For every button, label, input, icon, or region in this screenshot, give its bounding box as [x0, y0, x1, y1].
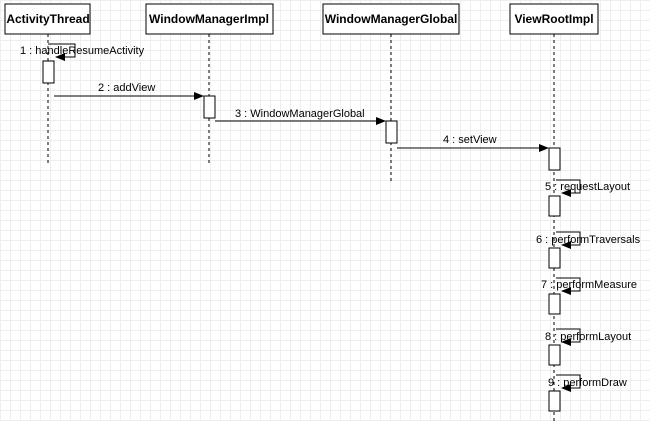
message-label: 1 : handleResumeActivity: [20, 45, 145, 57]
message-handle-resume-activity: 1 : handleResumeActivity: [20, 43, 145, 61]
message-label: 8 : performLayout: [545, 331, 631, 343]
activation-bar: [385, 120, 398, 144]
message-perform-layout: 8 : performLayout: [545, 328, 631, 346]
message-label: 4 : setView: [443, 134, 497, 146]
message-label: 7 : performMeasure: [541, 279, 637, 291]
activation-bar: [548, 147, 561, 171]
activation-bar: [42, 60, 55, 84]
activation-bar: [203, 95, 216, 119]
message-label: 2 : addView: [98, 82, 155, 94]
message-perform-measure: 7 : performMeasure: [541, 277, 637, 295]
message-perform-traversals: 6 : performTraversals: [536, 231, 641, 249]
participant-label: ViewRootImpl: [514, 12, 593, 26]
activation-bar: [548, 390, 561, 412]
message-label: 3 : WindowManagerGlobal: [235, 108, 365, 120]
message-label: 6 : performTraversals: [536, 234, 641, 246]
participant-windowmanagerimpl: WindowManagerImpl: [145, 3, 274, 35]
participant-label: WindowManagerImpl: [149, 12, 269, 26]
message-window-manager-global: 3 : WindowManagerGlobal: [215, 108, 386, 125]
activation-bar: [548, 293, 561, 315]
message-request-layout: 5 : requestLayout: [545, 179, 630, 197]
activation-bar: [548, 247, 561, 269]
participant-label: ActivityThread: [6, 12, 89, 26]
message-perform-draw: 9 : performDraw: [548, 374, 627, 392]
message-label: 9 : performDraw: [548, 377, 627, 389]
participant-activitythread: ActivityThread: [4, 3, 91, 35]
participant-label: WindowManagerGlobal: [325, 12, 458, 26]
activation-bar: [548, 344, 561, 366]
message-add-view: 2 : addView: [54, 82, 204, 100]
message-label: 5 : requestLayout: [545, 181, 630, 193]
participant-windowmanagerglobal: WindowManagerGlobal: [322, 3, 460, 35]
participant-viewrootimpl: ViewRootImpl: [509, 3, 599, 35]
message-set-view: 4 : setView: [397, 134, 549, 152]
activation-bar: [548, 195, 561, 217]
